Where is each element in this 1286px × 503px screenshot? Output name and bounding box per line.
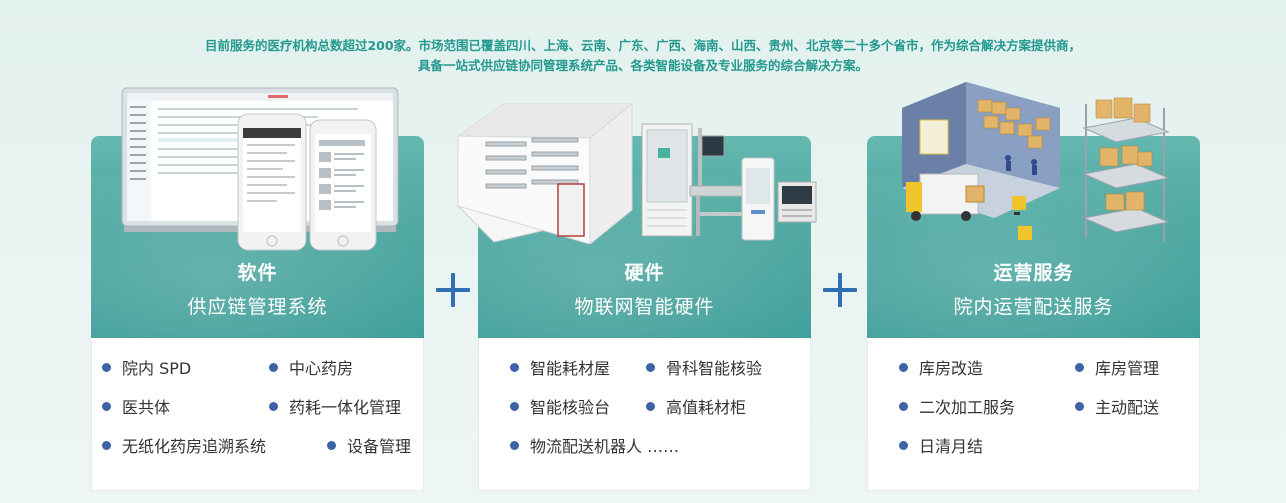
hardware-card-subtitle: 物联网智能硬件 xyxy=(574,296,715,318)
list-item: 二次加工服务 xyxy=(899,394,1015,418)
bullet-icon xyxy=(102,401,111,411)
bullet-icon xyxy=(510,401,519,411)
list-item: 院内 SPD xyxy=(102,355,191,379)
list-item: 设备管理 xyxy=(327,433,411,457)
list-item: 医共体 xyxy=(102,394,170,418)
bullet-icon xyxy=(1075,401,1084,411)
list-item: 库房改造 xyxy=(899,355,983,379)
list-item: 库房管理 xyxy=(1075,355,1159,379)
list-item: 骨科智能核验 xyxy=(646,355,762,379)
bullet-icon xyxy=(269,401,278,411)
list-item: 药耗一体化管理 xyxy=(269,394,401,418)
software-card-list: 院内 SPD 中心药房 医共体 药耗一体化管理 无纸化药房追溯系统 设备管理 xyxy=(91,338,424,491)
bullet-icon xyxy=(899,362,908,372)
list-item: 主动配送 xyxy=(1075,394,1159,418)
bullet-icon xyxy=(327,440,336,450)
list-item: 中心药房 xyxy=(269,355,353,379)
plus-icon xyxy=(823,272,859,308)
bullet-icon xyxy=(899,401,908,411)
list-item: 日清月结 xyxy=(899,433,983,457)
list-item: 智能核验台 xyxy=(510,394,610,418)
intro-line-2: 具备一站式供应链协同管理系统产品、各类智能设备及专业服务的综合解决方案。 xyxy=(417,58,868,73)
operations-card-title: 运营服务 xyxy=(993,262,1074,284)
bullet-icon xyxy=(102,440,111,450)
operations-card-subtitle: 院内运营配送服务 xyxy=(953,296,1114,318)
hardware-card-title: 硬件 xyxy=(624,262,665,284)
list-item: 高值耗材柜 xyxy=(646,394,746,418)
bullet-icon xyxy=(646,362,655,372)
software-card-title: 软件 xyxy=(237,262,278,284)
plus-icon xyxy=(436,272,472,308)
bullet-icon xyxy=(269,362,278,372)
bullet-icon xyxy=(102,362,111,372)
bullet-icon xyxy=(510,440,519,450)
list-item: 物流配送机器人 …… xyxy=(510,433,679,457)
bullet-icon xyxy=(899,440,908,450)
bullet-icon xyxy=(1075,362,1084,372)
intro-text: 目前服务的医疗机构总数超过200家。市场范围已覆盖四川、上海、云南、广东、广西、… xyxy=(0,36,1286,76)
operations-card-list: 库房改造 库房管理 二次加工服务 主动配送 日清月结 xyxy=(867,338,1200,491)
software-card-subtitle: 供应链管理系统 xyxy=(187,296,328,318)
hardware-devices-illustration xyxy=(457,102,817,244)
bullet-icon xyxy=(510,362,519,372)
bullet-icon xyxy=(646,401,655,411)
hardware-card-list: 智能耗材屋 骨科智能核验 智能核验台 高值耗材柜 物流配送机器人 …… xyxy=(478,338,811,491)
list-item: 智能耗材屋 xyxy=(510,355,610,379)
intro-line-1: 目前服务的医疗机构总数超过200家。市场范围已覆盖四川、上海、云南、广东、广西、… xyxy=(204,38,1082,53)
warehouse-illustration xyxy=(902,82,1170,242)
list-item: 无纸化药房追溯系统 xyxy=(102,433,266,457)
software-screens-illustration xyxy=(121,87,399,251)
